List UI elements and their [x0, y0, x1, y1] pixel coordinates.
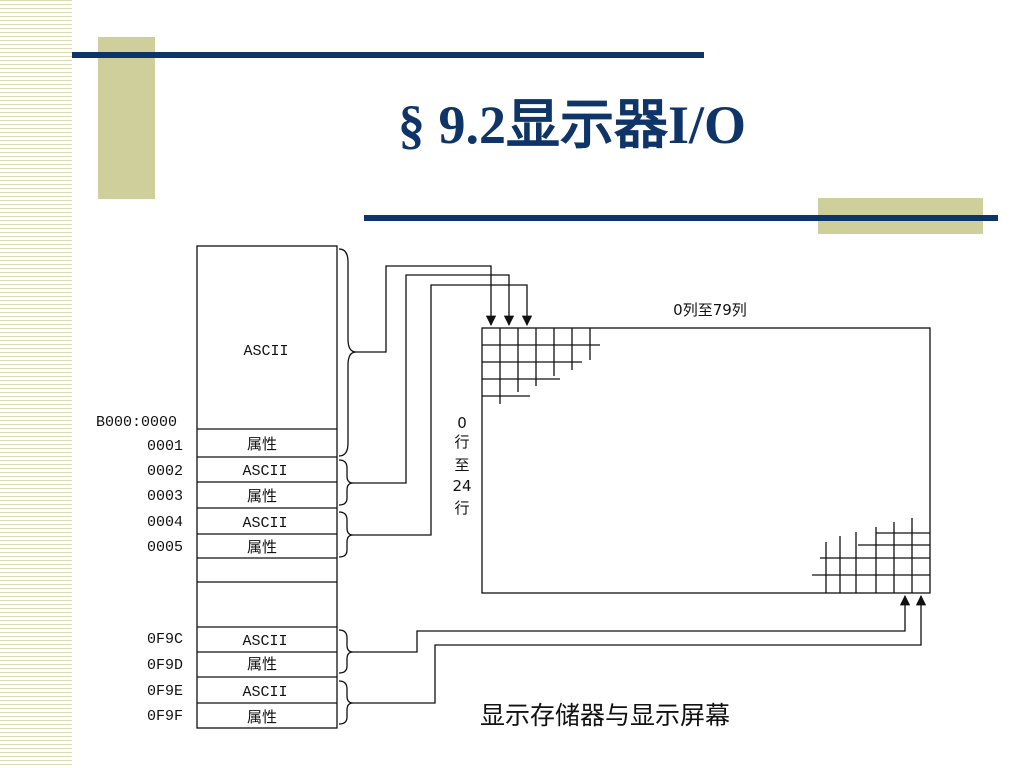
- display-screen: [481, 327, 931, 594]
- diagram-caption: 显示存储器与显示屏幕: [480, 701, 730, 730]
- memory-cell-label: ASCII: [242, 684, 287, 701]
- memory-cell-label: ASCII: [242, 633, 287, 650]
- address-label: 0F9F: [147, 708, 183, 725]
- address-label: 0003: [147, 488, 183, 505]
- columns-label: 0列至79列: [673, 301, 747, 319]
- rows-label-part: 行: [454, 433, 469, 451]
- address-label: 0001: [147, 438, 183, 455]
- memory-cell-label: ASCII: [242, 515, 287, 532]
- address-label: 0002: [147, 463, 183, 480]
- memory-cell-label: 属性: [247, 487, 277, 505]
- memory-cell-label: 属性: [247, 708, 277, 726]
- address-label: B000:0000: [96, 414, 177, 431]
- memory-cell-label: 属性: [247, 435, 277, 453]
- striped-margin: [0, 0, 72, 768]
- deco-line-top: [72, 52, 704, 58]
- memory-cell-label: 属性: [247, 655, 277, 673]
- deco-block-left: [98, 37, 155, 199]
- memory-column: [196, 245, 338, 729]
- char-grid-bottom-right: [812, 518, 930, 593]
- memory-cell-label: 属性: [247, 538, 277, 556]
- memory-cell-label: ASCII: [242, 463, 287, 480]
- memory-region-label: ASCII: [243, 343, 288, 360]
- address-label: 0F9C: [147, 631, 183, 648]
- address-label: 0004: [147, 514, 183, 531]
- char-grid-top-left: [482, 328, 600, 404]
- deco-line-bottom: [364, 215, 998, 221]
- rows-label-part: 至: [454, 456, 469, 474]
- address-label: 0005: [147, 539, 183, 556]
- connector-lines: [353, 265, 927, 704]
- rows-label-part: 行: [454, 499, 469, 517]
- rows-label-part: 0: [457, 414, 467, 432]
- address-label: 0F9E: [147, 683, 183, 700]
- address-label: 0F9D: [147, 657, 183, 674]
- rows-label-part: 24: [452, 477, 471, 495]
- braces: [338, 248, 357, 725]
- page-title: § 9.2显示器I/O: [397, 95, 747, 155]
